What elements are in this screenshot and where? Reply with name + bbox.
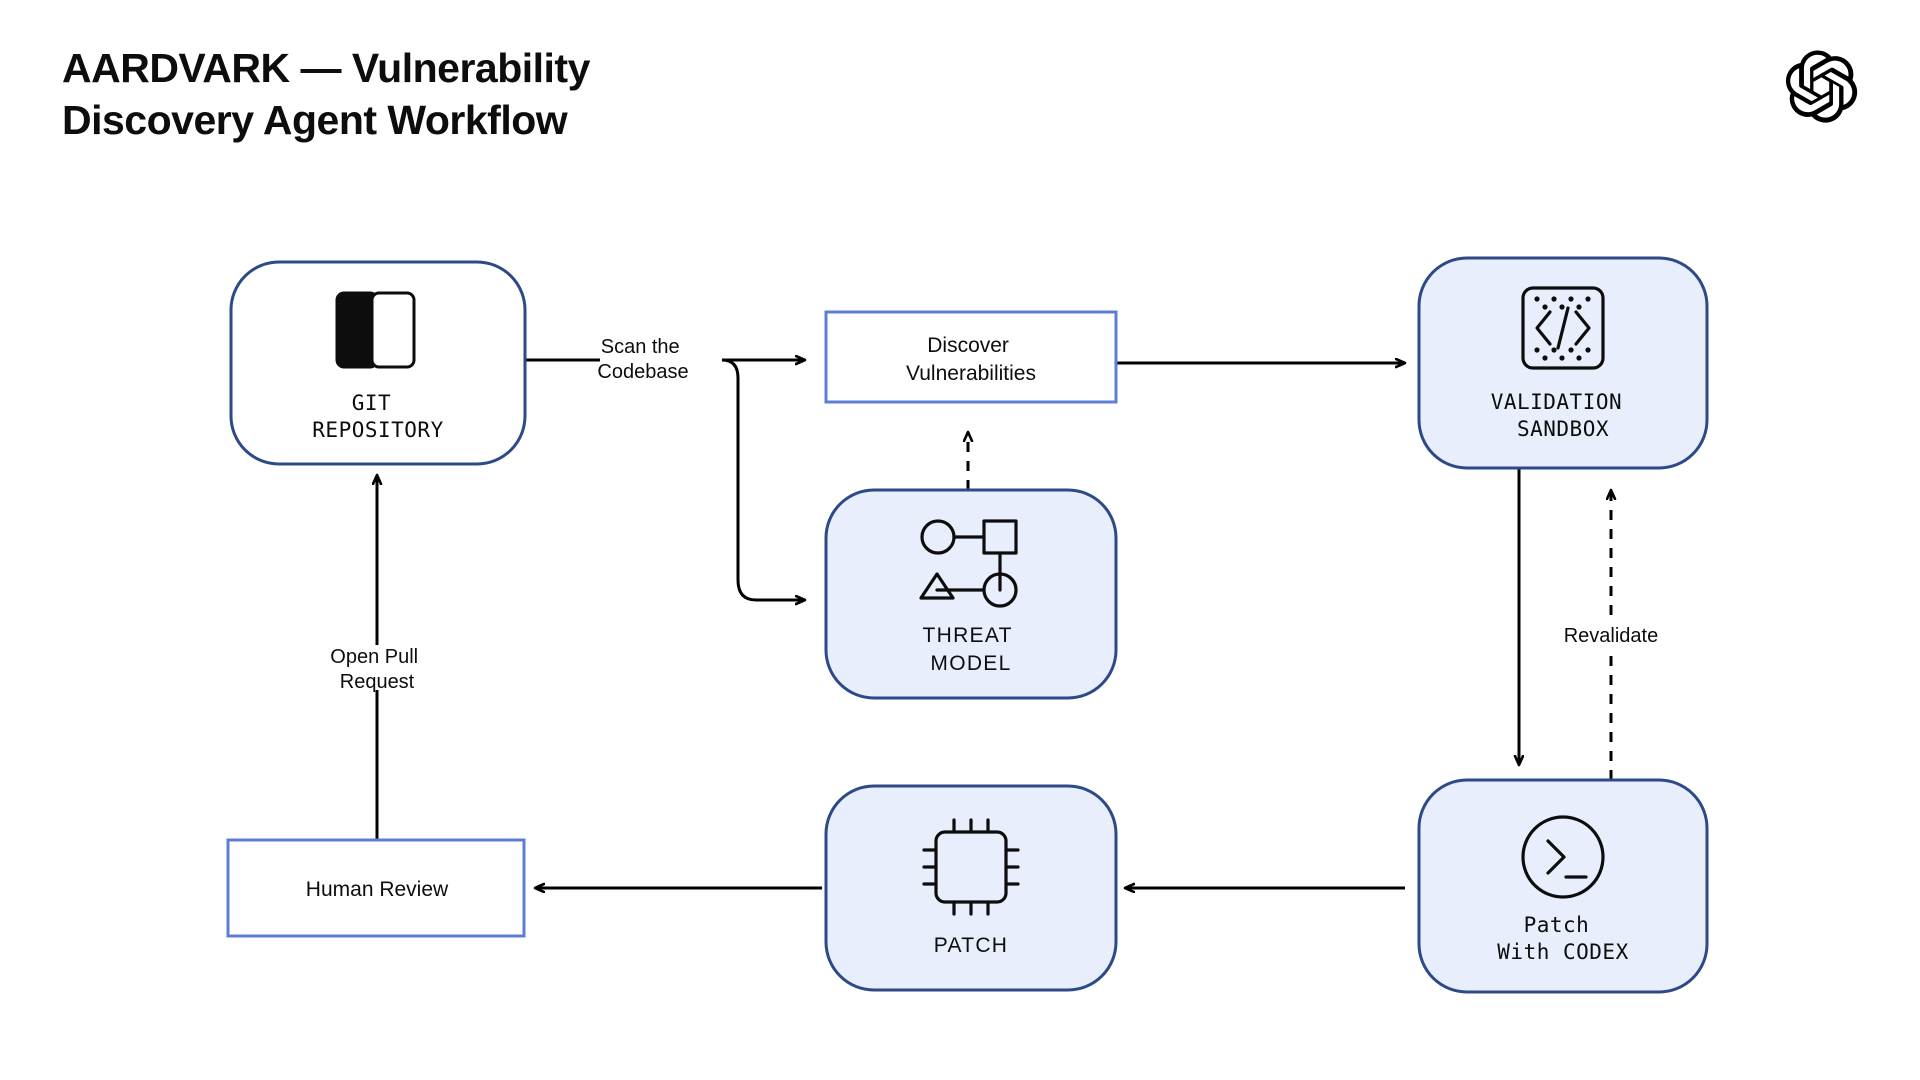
node-git-repository-label: GIT REPOSITORY bbox=[312, 391, 443, 442]
node-git-repository[interactable]: GIT REPOSITORY bbox=[229, 260, 527, 466]
edge-label-open-pull-request: Open Pull Request bbox=[330, 646, 423, 693]
node-human-review-label: Human Review bbox=[306, 878, 449, 901]
node-patch-shape[interactable] bbox=[824, 784, 1118, 992]
edge-label-opr-line1: Open Pull bbox=[330, 646, 418, 668]
edge-label-revalidate-line1: Revalidate bbox=[1564, 625, 1659, 647]
node-discover-vulnerabilities[interactable]: Discover Vulnerabilities bbox=[824, 310, 1118, 404]
node-patch[interactable]: PATCH bbox=[824, 784, 1118, 992]
node-human-review[interactable]: Human Review bbox=[226, 838, 526, 938]
page-title: AARDVARK — Vulnerability Discovery Agent… bbox=[62, 45, 590, 144]
node-patch-with-codex[interactable]: Patch With CODEX bbox=[1417, 778, 1709, 994]
patch-codex-line2: With CODEX bbox=[1497, 940, 1628, 964]
threat-model-line2: MODEL bbox=[930, 652, 1011, 675]
node-patch-with-codex-label: Patch With CODEX bbox=[1497, 913, 1628, 964]
validation-sandbox-line2: SANDBOX bbox=[1517, 417, 1609, 441]
discover-line2: Vulnerabilities bbox=[906, 362, 1036, 385]
edge-label-scan-line2: Codebase bbox=[597, 361, 688, 383]
patch-codex-line1: Patch bbox=[1524, 913, 1590, 937]
discover-line1: Discover bbox=[927, 334, 1009, 357]
node-threat-model-label: THREAT MODEL bbox=[922, 624, 1019, 675]
edge-label-revalidate: Revalidate bbox=[1564, 625, 1659, 647]
repository-icon bbox=[335, 291, 416, 369]
git-repository-line1: GIT bbox=[352, 391, 391, 415]
human-review-line1: Human Review bbox=[306, 878, 449, 901]
threat-model-line1: THREAT bbox=[922, 624, 1012, 647]
edge-scan-the-codebase: Scan the Codebase bbox=[525, 336, 805, 600]
node-human-review-shape[interactable] bbox=[226, 838, 526, 938]
threat-graph-icon bbox=[919, 519, 1018, 608]
chip-icon bbox=[922, 818, 1020, 916]
edge-revalidate: Revalidate bbox=[1564, 490, 1659, 780]
patch-line1: PATCH bbox=[934, 934, 1009, 957]
node-threat-model-shape[interactable] bbox=[824, 488, 1118, 700]
node-validation-sandbox-label: VALIDATION SANDBOX bbox=[1491, 390, 1636, 441]
edge-open-pull-request: Open Pull Request bbox=[330, 475, 423, 840]
node-patch-label: PATCH bbox=[934, 934, 1009, 957]
edge-label-scan-the-codebase: Scan the Codebase bbox=[597, 336, 688, 383]
edge-label-opr-line2: Request bbox=[340, 671, 415, 693]
openai-logo bbox=[1786, 50, 1858, 123]
node-validation-sandbox-shape[interactable] bbox=[1417, 256, 1709, 470]
git-repository-line2: REPOSITORY bbox=[312, 418, 443, 442]
edge-label-scan-line1: Scan the bbox=[601, 336, 680, 358]
node-threat-model[interactable]: THREAT MODEL bbox=[824, 488, 1118, 700]
node-patch-with-codex-shape[interactable] bbox=[1417, 778, 1709, 994]
code-sandbox-icon bbox=[1521, 286, 1605, 370]
node-validation-sandbox[interactable]: VALIDATION SANDBOX bbox=[1417, 256, 1709, 470]
validation-sandbox-line1: VALIDATION bbox=[1491, 390, 1622, 414]
terminal-prompt-icon bbox=[1521, 815, 1605, 899]
node-discover-vulnerabilities-label: Discover Vulnerabilities bbox=[906, 334, 1036, 385]
node-discover-vulnerabilities-shape[interactable] bbox=[824, 310, 1118, 404]
